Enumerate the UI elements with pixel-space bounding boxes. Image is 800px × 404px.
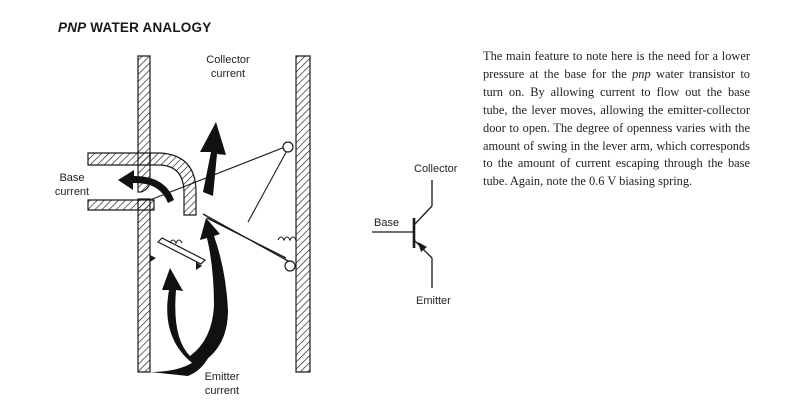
biasing-spring-left — [169, 239, 183, 245]
base-label-line2: current — [55, 186, 89, 198]
pivot-rod — [247, 144, 291, 223]
caption-text: The main feature to note here is the nee… — [483, 48, 750, 191]
left-wall-upper — [137, 55, 151, 193]
emitter-flow-arrow — [162, 218, 228, 366]
emitter-collector-door — [156, 237, 207, 265]
base-label-line1: Base — [59, 172, 84, 184]
caption-part1: The main feature to note here is the nee… — [483, 49, 750, 81]
door-stop-lower — [196, 262, 202, 270]
link-rod — [149, 144, 291, 201]
base-tube-lower-wall — [87, 199, 155, 211]
page-title: PNP WATER ANALOGY — [58, 20, 211, 35]
collector-flow-arrow — [200, 122, 226, 196]
right-wall — [295, 55, 311, 373]
emitter-flow-arrow-tail — [150, 340, 214, 376]
symbol-emitter-arrow-icon — [418, 242, 427, 252]
title-rest: WATER ANALOGY — [86, 20, 212, 35]
emitter-label-line2: current — [205, 385, 239, 397]
symbol-collector-leg — [413, 205, 433, 226]
pivot-lower — [284, 260, 296, 272]
collector-label-line2: current — [211, 68, 245, 80]
title-italic: PNP — [58, 20, 87, 35]
caption-italic: pnp — [632, 66, 651, 81]
emitter-label-line1: Emitter — [205, 371, 240, 383]
collector-label-line1: Collector — [206, 54, 250, 66]
base-elbow-wall — [149, 152, 197, 216]
door-stop-upper — [150, 255, 156, 262]
base-flow-arrow — [118, 170, 174, 203]
biasing-spring-right — [277, 236, 297, 242]
symbol-base-label: Base — [374, 217, 399, 229]
pnp-transistor-symbol — [372, 180, 433, 288]
symbol-collector-label: Collector — [414, 163, 458, 175]
pivot-upper — [282, 141, 294, 153]
caption-part2: water transistor to turn on. By allowing… — [483, 66, 750, 189]
base-tube-upper-wall — [87, 152, 151, 166]
symbol-emitter-label: Emitter — [416, 295, 451, 307]
lever-arm-inner — [206, 217, 287, 259]
left-wall-lower — [137, 198, 151, 373]
